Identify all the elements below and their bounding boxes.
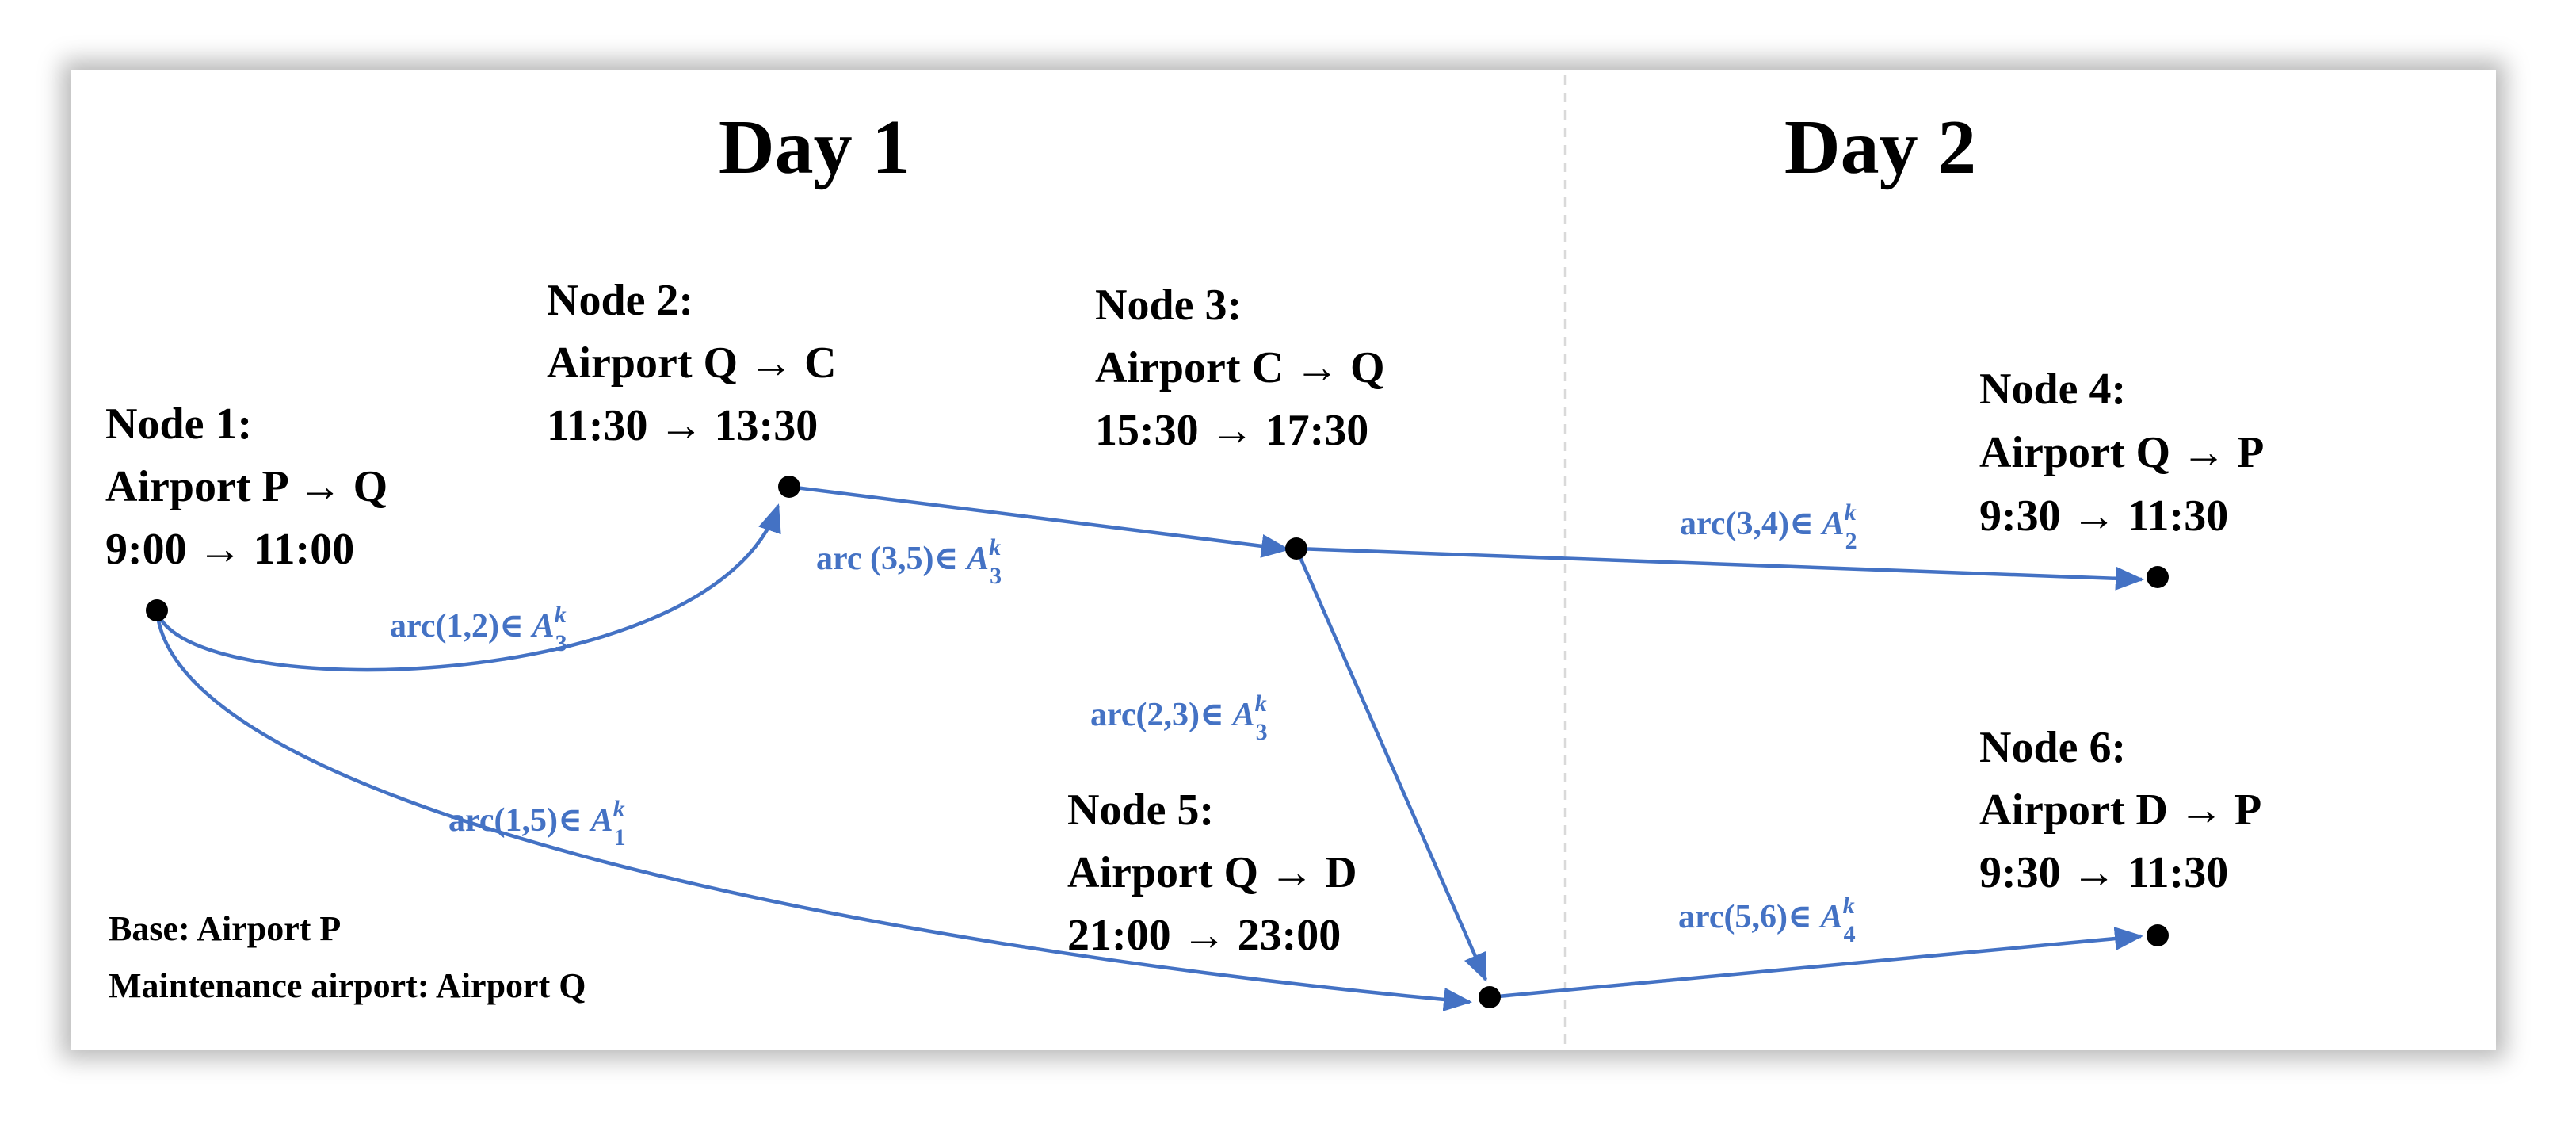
node-1-title: Node 1: [105, 400, 252, 449]
arc-1-5-sup: k [613, 796, 625, 822]
arc-3-5-sup: k [989, 534, 1001, 560]
node-2-time: 11:30 → 13:30 [547, 401, 818, 450]
arc-1-5-set: A [589, 802, 613, 839]
arc-1-2-set: A [530, 608, 555, 644]
arc-3-5-set: A [964, 541, 989, 577]
node-4-time: 9:30 → 11:30 [1979, 491, 2228, 541]
arc-3-4 [1296, 546, 2144, 591]
diagram-frame [71, 70, 2496, 1050]
node-6-label: Node 6: Airport D → P 9:30 → 11:30 [1979, 723, 2261, 897]
arc-3-5 [1294, 548, 1488, 982]
node-1-route: Airport P → Q [105, 462, 387, 511]
arc-5-6-text: arc(5,6)∈ [1678, 899, 1821, 935]
edge-layer [155, 484, 2144, 1011]
arc-3-4-sub: 2 [1845, 528, 1857, 554]
day-2-title: Day 2 [1784, 105, 1976, 190]
arc-2-3-text: arc(2,3)∈ [1090, 697, 1233, 733]
arc-1-5-text: arc(1,5)∈ [448, 802, 591, 839]
arc-3-4-set: A [1820, 506, 1845, 542]
node-point-layer [146, 476, 2169, 1008]
node-3-point [1285, 537, 1307, 560]
arc-1-5-sub: 1 [614, 824, 626, 851]
arc-3-4-text: arc(3,4)∈ [1680, 506, 1822, 542]
node-6-title: Node 6: [1979, 723, 2126, 772]
arc-2-3 [788, 484, 1290, 558]
arc-2-3-sub: 3 [1256, 719, 1268, 745]
node-6-route: Airport D → P [1979, 786, 2261, 835]
node-6-point [2147, 924, 2169, 946]
node-6-time: 9:30 → 11:30 [1979, 848, 2228, 897]
arc-3-5-text: arc (3,5)∈ [816, 541, 967, 577]
arc-1-2-sup: k [555, 602, 567, 628]
arc-5-6-set: A [1818, 899, 1843, 935]
node-1-label: Node 1: Airport P → Q 9:00 → 11:00 [105, 400, 387, 574]
node-5-label: Node 5: Airport Q → D 21:00 → 23:00 [1067, 786, 1357, 960]
node-2-route: Airport Q → C [547, 338, 837, 388]
node-5-route: Airport Q → D [1067, 848, 1357, 897]
arc-1-2-text: arc(1,2)∈ [390, 608, 532, 644]
node-5-point [1479, 986, 1501, 1008]
arc-1-2 [155, 503, 781, 672]
node-3-title: Node 3: [1095, 281, 1242, 330]
arc-5-6 [1489, 927, 2143, 1000]
node-4-route: Airport Q → P [1979, 428, 2264, 477]
arc-3-4-sup: k [1845, 499, 1857, 526]
arc-3-5-label: arc (3,5)∈ Ak 3 [816, 534, 1002, 589]
node-1-point [146, 599, 168, 621]
arc-3-5-sub: 3 [990, 563, 1002, 589]
node-5-title: Node 5: [1067, 786, 1214, 835]
arc-2-3-sup: k [1255, 690, 1267, 717]
arc-5-6-sub: 4 [1844, 921, 1856, 947]
arc-5-6-sup: k [1843, 893, 1855, 919]
node-3-route: Airport C → Q [1095, 343, 1385, 392]
day-1-title: Day 1 [719, 105, 910, 190]
arc-1-5 [155, 610, 1472, 1011]
node-2-label: Node 2: Airport Q → C 11:30 → 13:30 [547, 276, 837, 450]
node-2-point [778, 476, 800, 498]
node-1-time: 9:00 → 11:00 [105, 525, 354, 574]
node-5-time: 21:00 → 23:00 [1067, 911, 1341, 960]
arc-2-3-set: A [1231, 697, 1255, 733]
node-4-point [2147, 566, 2169, 588]
node-4-label: Node 4: Airport Q → P 9:30 → 11:30 [1979, 365, 2264, 541]
node-2-title: Node 2: [547, 276, 693, 325]
node-3-time: 15:30 → 17:30 [1095, 406, 1368, 455]
arc-1-2-sub: 3 [555, 630, 567, 656]
node-3-label: Node 3: Airport C → Q 15:30 → 17:30 [1095, 281, 1385, 455]
base-note: Base: Airport P [109, 909, 341, 948]
node-4-title: Node 4: [1979, 365, 2126, 414]
maintenance-note: Maintenance airport: Airport Q [109, 966, 586, 1005]
